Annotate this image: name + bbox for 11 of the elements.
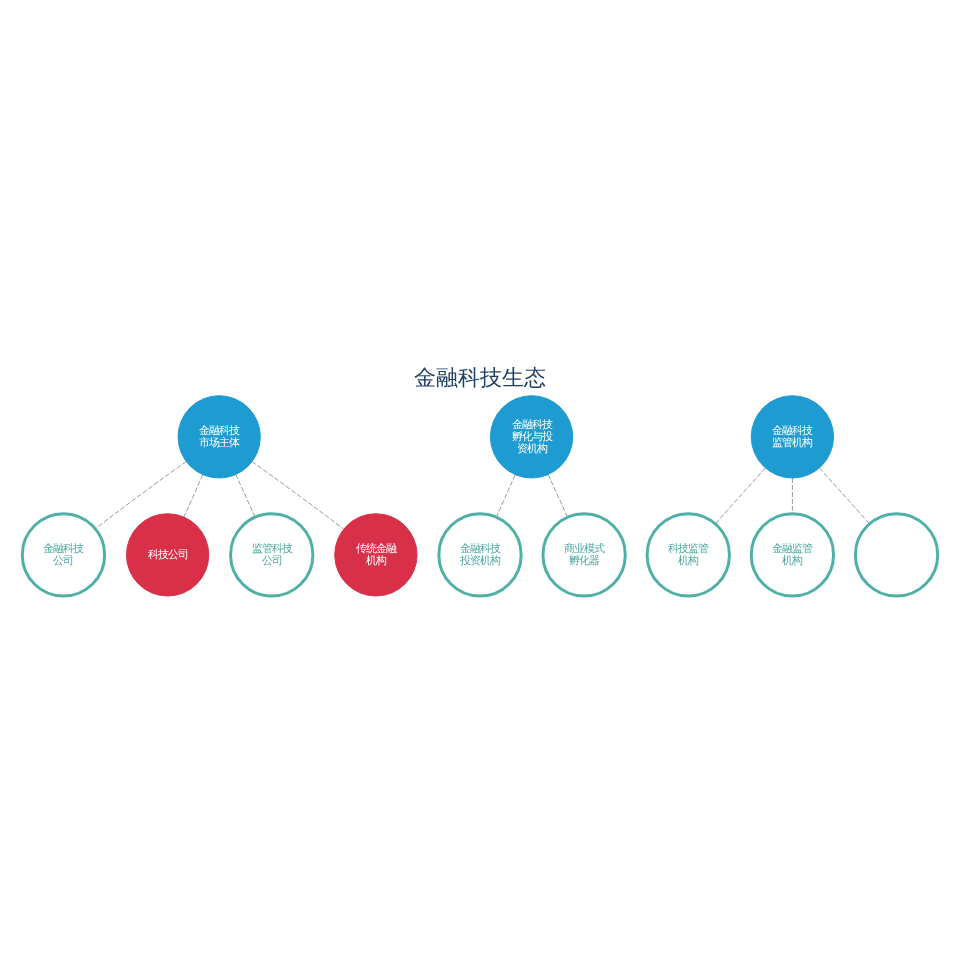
node-circle: [853, 512, 940, 598]
connector: [235, 474, 256, 518]
diagram-title: 金融科技生态: [414, 365, 546, 392]
connector: [95, 461, 187, 530]
connector: [791, 477, 793, 515]
connector: [183, 474, 204, 518]
connector: [547, 474, 568, 518]
connector: [715, 467, 766, 524]
connector: [496, 474, 516, 518]
connector: [251, 461, 345, 530]
connector: [819, 467, 870, 524]
